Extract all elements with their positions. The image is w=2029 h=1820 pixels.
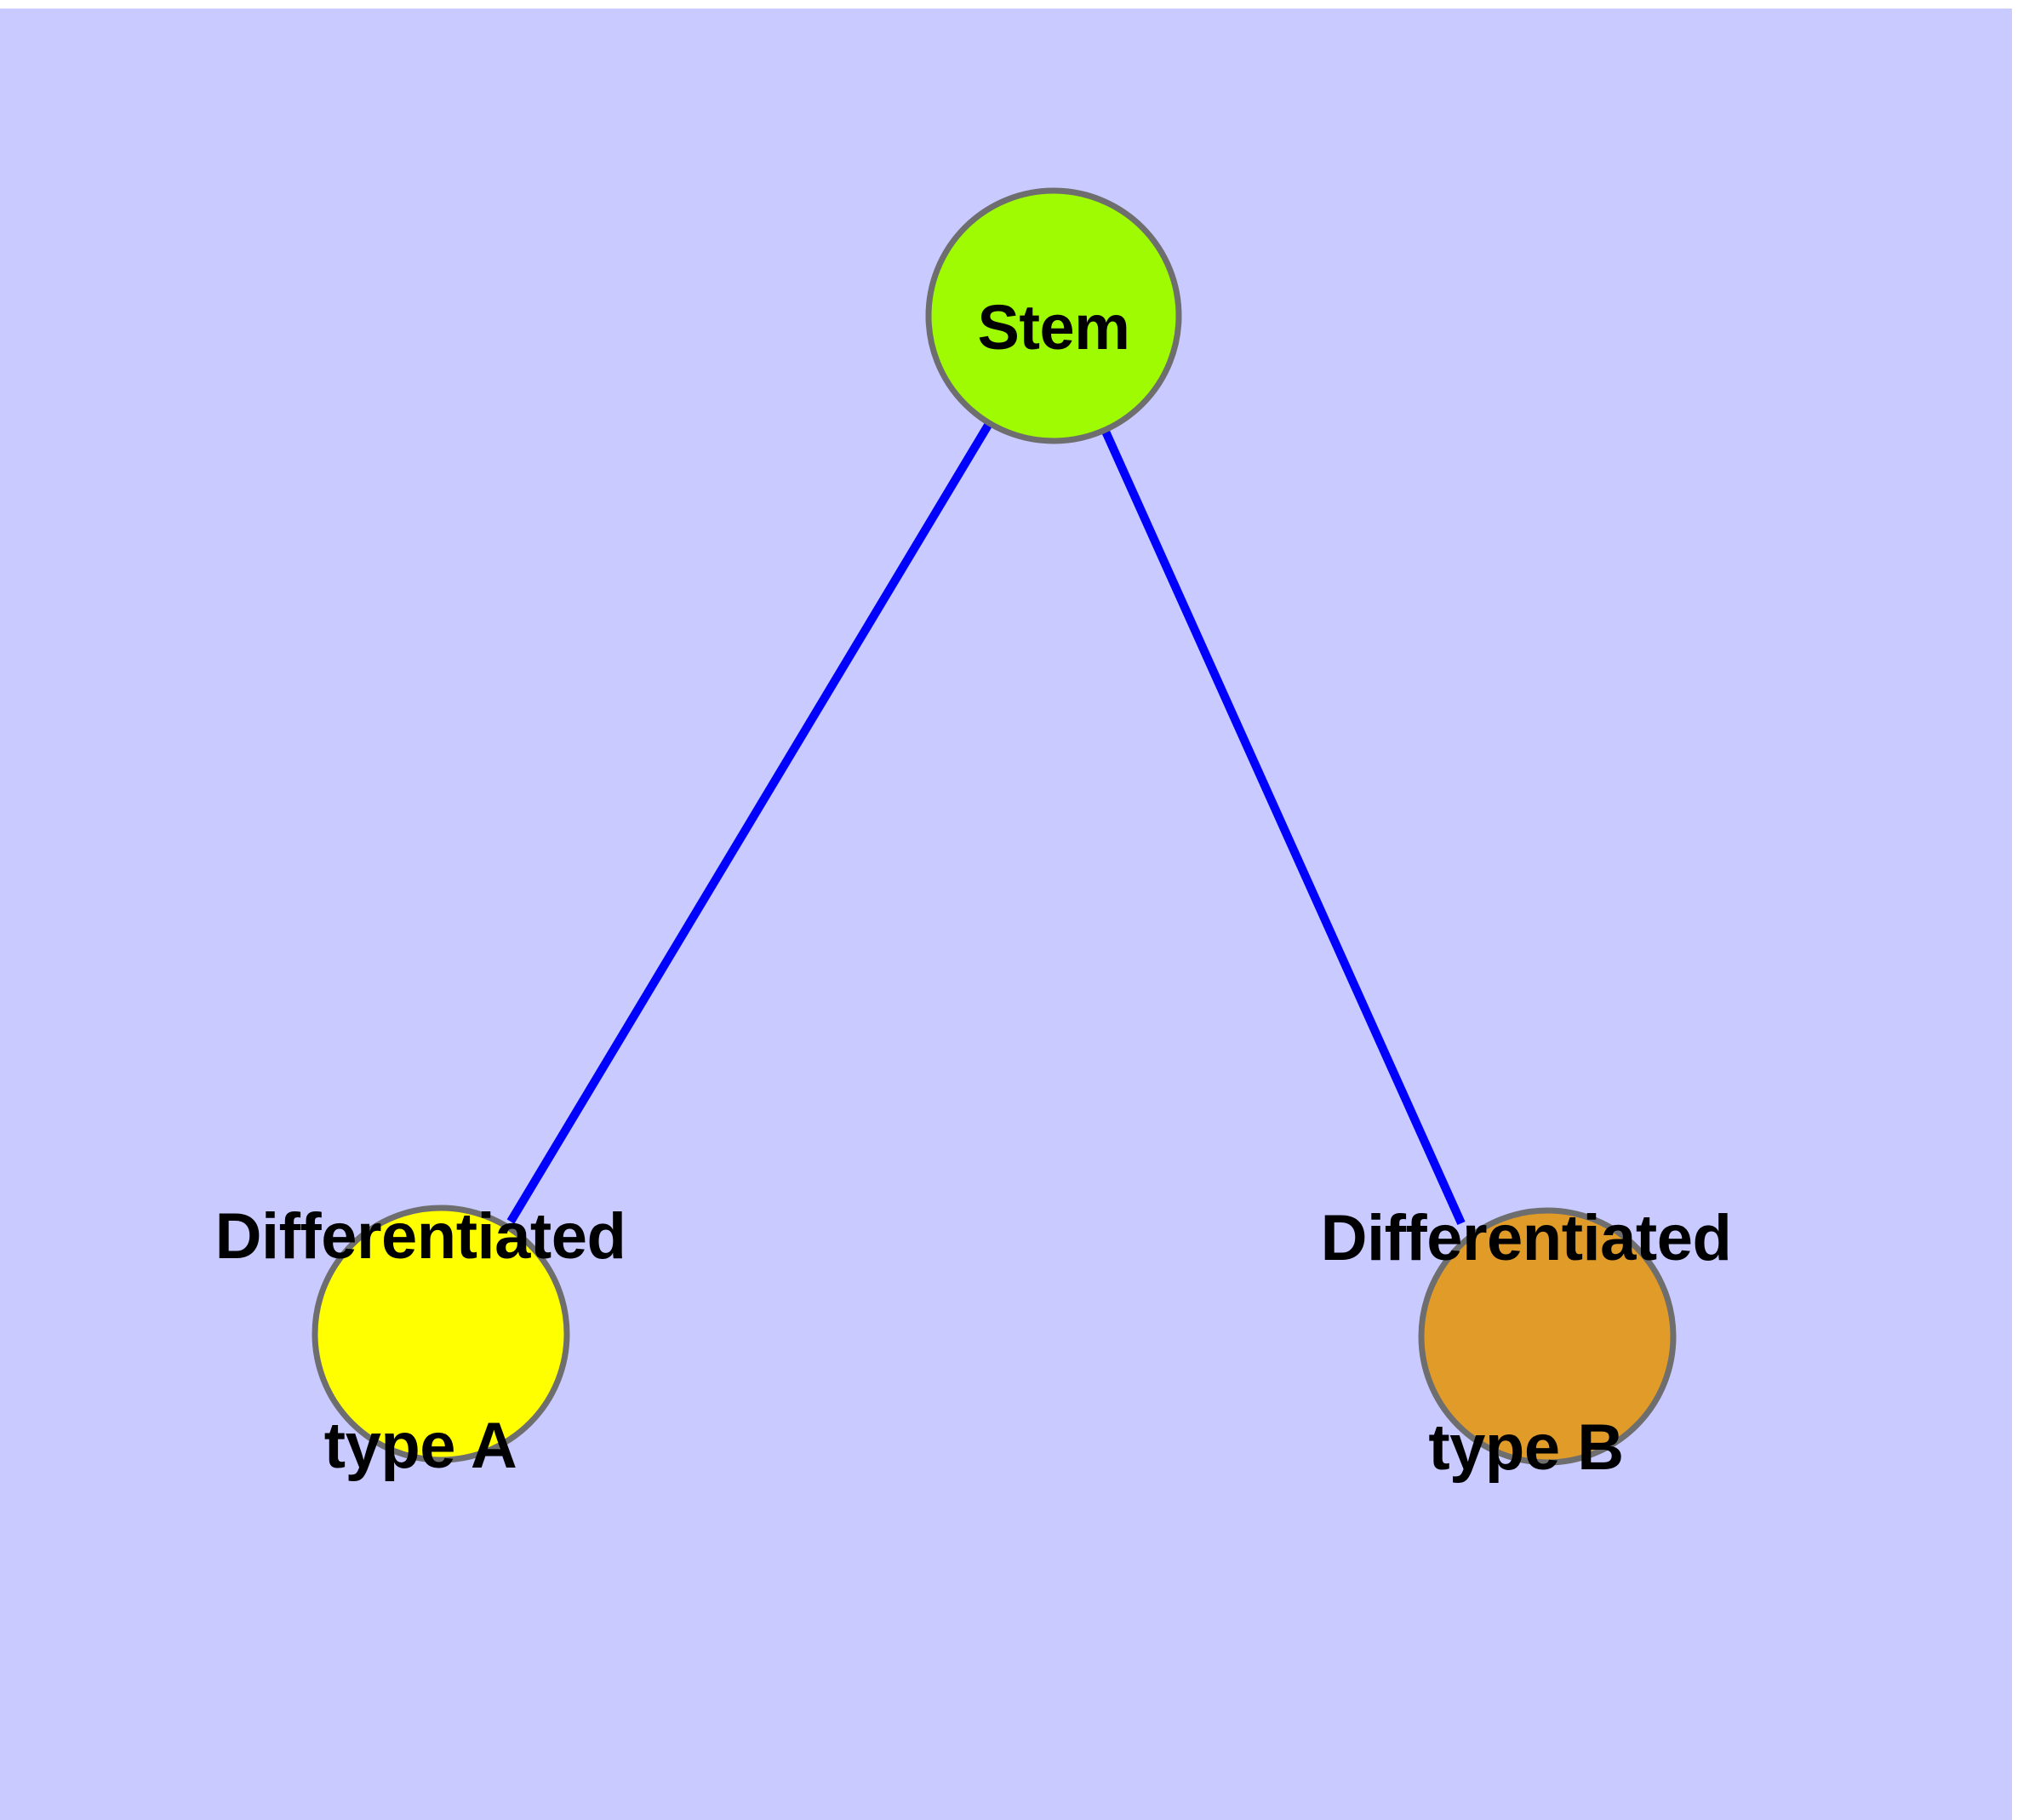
edge-stem-to-differentiated-type-a — [506, 313, 1058, 1224]
node-layer — [311, 187, 1677, 1466]
edge-layer — [506, 313, 1466, 1226]
edge-stem-to-differentiated-type-b — [1049, 313, 1466, 1226]
graph-svg — [311, 187, 1677, 1466]
graph-background: Stem Differentiated type A Differentiate… — [0, 9, 2012, 1820]
node-differentiated-type-b[interactable] — [1418, 1207, 1677, 1466]
node-stem[interactable] — [925, 187, 1182, 444]
node-differentiated-type-a[interactable] — [311, 1205, 570, 1463]
